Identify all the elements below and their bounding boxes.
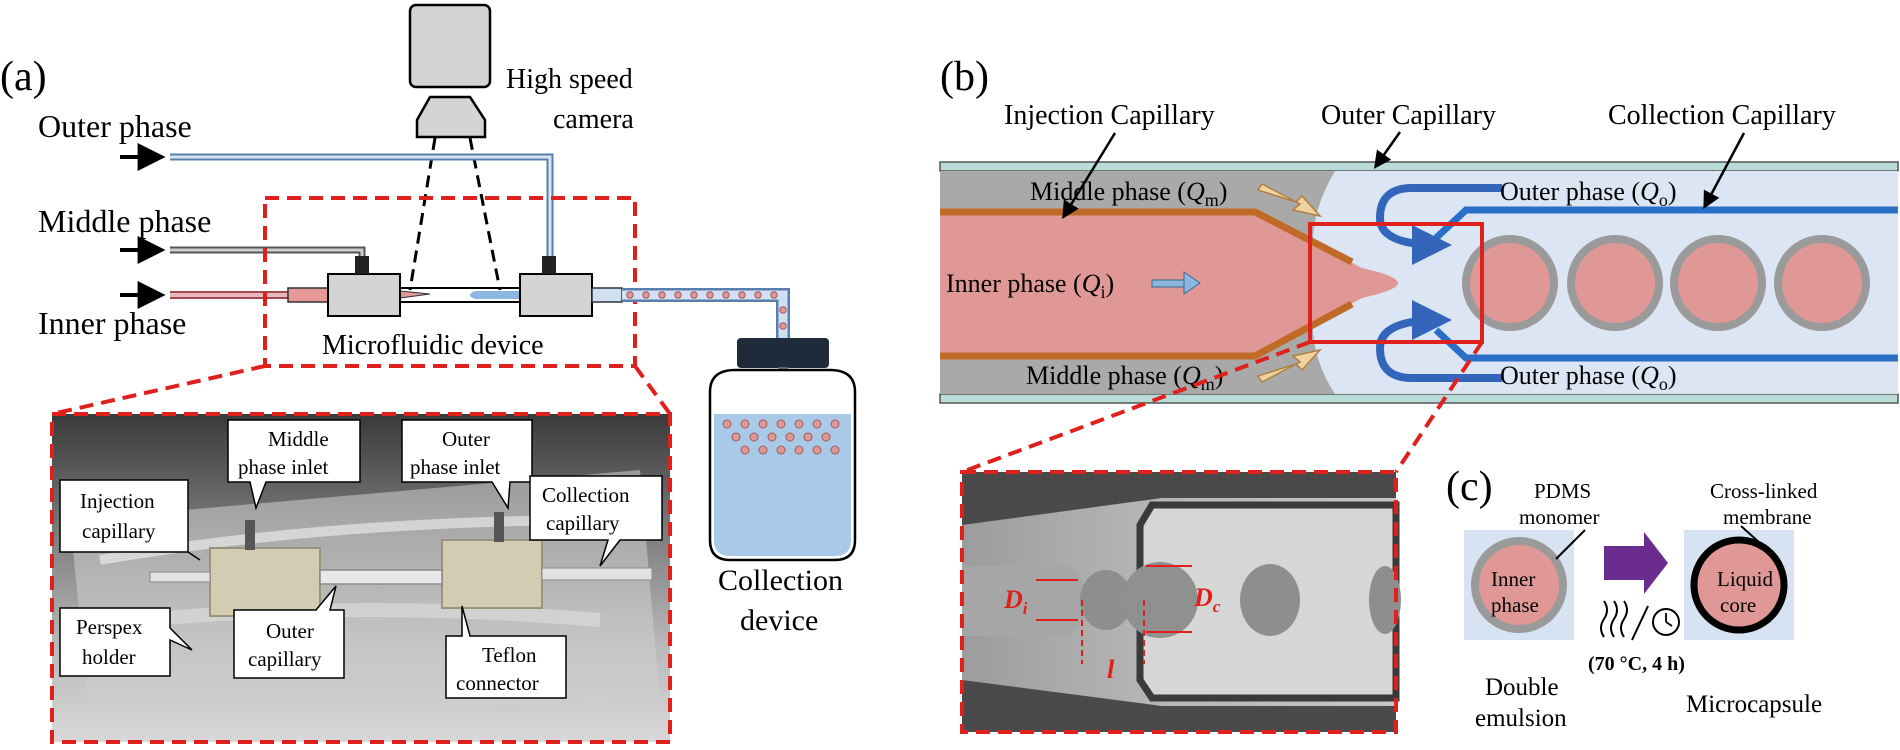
condition-label: (70 °C, 4 h): [1588, 653, 1685, 675]
device-photo: [52, 414, 670, 742]
callout-injection: [59, 479, 201, 561]
junction-zoom-box: [1308, 222, 1484, 344]
svg-text:Collection: Collection: [542, 483, 630, 507]
svg-text:phase inlet: phase inlet: [410, 455, 501, 479]
panel-b-label: (b): [940, 54, 989, 100]
outer-flow-arrow-top: [1375, 184, 1502, 265]
panel-c: (c) PDMS monomer Cross-linked membrane I…: [1446, 464, 1822, 732]
photo-callouts: Middle phase inlet Outer phase inlet Inj…: [59, 419, 663, 699]
inner-phase-label-b: Inner phase (Qi): [946, 269, 1114, 302]
tube-droplets: [626, 291, 787, 330]
device-label: Microfluidic device: [322, 330, 544, 361]
callout-collection: [529, 475, 663, 567]
callout-perspex: [59, 607, 193, 677]
svg-text:Middle: Middle: [268, 427, 329, 451]
l-label: l: [1107, 655, 1115, 684]
heat-icon: [1600, 600, 1628, 638]
callout-teflon: [445, 605, 567, 699]
svg-text:holder: holder: [82, 645, 136, 669]
outer-phase-tube: [170, 153, 554, 258]
zoom-line-b-right: [1394, 340, 1484, 474]
panel-a-label: (a): [0, 54, 47, 100]
callout-outer-capillary: [233, 585, 345, 679]
svg-text:connector: connector: [456, 671, 539, 695]
injection-capillary-wall-bottom: [940, 300, 1354, 360]
svg-text:Injection: Injection: [80, 489, 155, 513]
device-zoom-box: [263, 196, 637, 368]
outer-capillary-wall-bottom: [939, 393, 1899, 404]
svg-text:phase inlet: phase inlet: [238, 455, 329, 479]
micrograph-annotations: Di Dc l: [1003, 565, 1221, 684]
double-emulsion-droplets: [1462, 235, 1870, 331]
camera-view-line-right: [468, 137, 502, 291]
liquid-core-line1: Liquid: [1717, 567, 1773, 591]
d-i-label: Di: [1003, 585, 1028, 618]
double-emulsion-label-line1: Double: [1485, 674, 1559, 701]
pointer-collection: [1703, 132, 1746, 210]
outer-capillary-label: Outer Capillary: [1321, 100, 1496, 131]
zoom-line-right: [633, 364, 672, 416]
middle-phase-bottom-label: Middle phase (Qm): [1026, 361, 1223, 394]
collection-capillary-label: Collection Capillary: [1608, 100, 1836, 131]
microcapsule-label: Microcapsule: [1686, 691, 1822, 718]
junction-micrograph: [962, 472, 1401, 732]
micrograph-frame: [960, 470, 1398, 734]
zoom-line-left: [51, 364, 266, 416]
process-arrow-icon: [1604, 532, 1668, 594]
inner-phase-c-line1: Inner: [1491, 567, 1535, 591]
d-c-label: Dc: [1193, 583, 1221, 616]
outer-capillary-wall-top: [939, 161, 1899, 172]
svg-text:capillary: capillary: [82, 519, 156, 543]
callout-outer-inlet: [401, 419, 533, 511]
panel-b: (b) Injection Capillary Outer Capillary …: [939, 54, 1899, 734]
zoom-line-b-left: [961, 340, 1311, 474]
svg-text:Outer: Outer: [442, 427, 490, 451]
middle-phase-top-label: Middle phase (Qm): [1030, 177, 1227, 210]
injection-capillary-label: Injection Capillary: [1004, 100, 1215, 131]
crosslinked-label-line1: Cross-linked: [1710, 479, 1818, 503]
photo-frame: [50, 412, 672, 744]
clock-icon: [1652, 608, 1680, 636]
svg-text:capillary: capillary: [248, 647, 322, 671]
camera-label-line1: High speed: [506, 64, 633, 95]
outer-phase-top-label: Outer phase (Qo): [1500, 177, 1677, 210]
camera-label-line2: camera: [553, 104, 634, 135]
collection-device-label-line2: device: [740, 604, 818, 637]
slash-divider: [1631, 605, 1649, 641]
pointer-outer: [1373, 131, 1402, 169]
microfluidic-device-icon: [287, 256, 623, 317]
camera-view-line-left: [408, 137, 437, 291]
middle-flow-arrows: [1256, 183, 1323, 383]
panel-c-label: (c): [1446, 464, 1493, 510]
liquid-core-line2: core: [1720, 593, 1756, 617]
outer-phase-bottom-label: Outer phase (Qo): [1500, 361, 1677, 394]
inner-phase-label: Inner phase: [38, 305, 186, 341]
crosslinked-label-line2: membrane: [1723, 505, 1812, 529]
collection-tube: [622, 288, 790, 340]
outer-phase-label: Outer phase: [38, 108, 192, 144]
double-emulsion-icon: [1464, 529, 1586, 640]
collection-bottle-icon: [708, 338, 857, 562]
pdms-label-line2: monomer: [1519, 505, 1599, 529]
inner-phase-c-line2: phase: [1491, 593, 1539, 617]
injection-capillary-wall-top: [940, 208, 1354, 266]
pdms-label-line1: PDMS: [1534, 479, 1591, 503]
panel-a: (a) High speed camera Outer phase Middle…: [0, 3, 857, 744]
svg-text:Teflon: Teflon: [482, 643, 537, 667]
outer-flow-arrow-bottom: [1375, 300, 1502, 382]
inner-flow-arrow: [1151, 271, 1201, 295]
svg-text:Outer: Outer: [266, 619, 314, 643]
double-emulsion-label-line2: emulsion: [1475, 705, 1567, 732]
microcapsule-icon: [1684, 525, 1794, 640]
pointer-injection: [1062, 132, 1117, 219]
svg-text:Perspex: Perspex: [76, 615, 143, 639]
middle-phase-label: Middle phase: [38, 203, 211, 239]
camera-icon: [408, 3, 492, 139]
collection-device-label-line1: Collection: [718, 564, 843, 597]
callout-middle-inlet: [227, 419, 361, 511]
svg-text:capillary: capillary: [546, 511, 620, 535]
